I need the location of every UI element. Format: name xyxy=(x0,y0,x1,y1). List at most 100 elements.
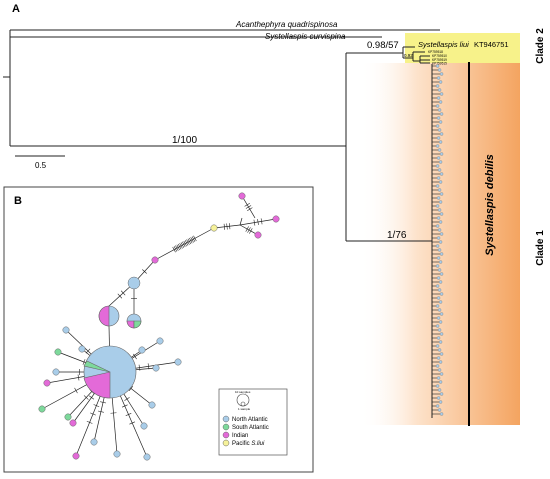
clade2-label: Clade 2 xyxy=(535,28,546,64)
haplotype-node xyxy=(238,192,246,200)
tip-marker xyxy=(435,204,440,208)
tip-marker xyxy=(438,400,443,404)
clade1-label: Clade 1 xyxy=(535,230,546,266)
mutation-tick xyxy=(249,228,253,234)
tip-marker xyxy=(437,308,442,312)
tip-marker xyxy=(438,80,443,84)
tip-marker xyxy=(435,84,440,88)
tip-marker xyxy=(435,324,440,328)
tip-marker xyxy=(436,136,441,140)
haplotype-node xyxy=(52,368,60,376)
mutation-tick xyxy=(245,205,252,209)
tip-marker xyxy=(437,368,442,372)
legend-label-pacific-prefix: Pacific xyxy=(232,441,251,447)
legend-size-large-label: 10 samples xyxy=(235,390,251,394)
haplotype-node xyxy=(43,379,51,387)
panel-b: B 10 samples 1 sample North Atlantic Sou… xyxy=(3,186,314,473)
mutation-tick xyxy=(125,413,132,416)
support-clade1: 1/76 xyxy=(387,230,407,241)
mutation-tick xyxy=(175,245,179,251)
tip-marker xyxy=(438,340,443,344)
side-south-slice xyxy=(133,320,142,329)
mutation-tick xyxy=(247,227,251,233)
haplotype-node xyxy=(151,256,159,264)
tip-marker xyxy=(436,156,441,160)
tip-marker xyxy=(436,196,441,200)
mutation-tick xyxy=(97,410,104,413)
haplotype-node xyxy=(156,337,164,345)
tip-marker xyxy=(438,100,443,104)
legend: 10 samples 1 sample North Atlantic South… xyxy=(218,388,288,456)
mutation-tick xyxy=(176,244,180,251)
mutation-tick xyxy=(191,236,196,242)
taxon-liui-accession: KT946751 xyxy=(474,40,509,49)
tip-marker xyxy=(436,96,441,100)
haplotype-node xyxy=(148,401,156,409)
mutation-tick xyxy=(82,359,86,365)
tip-marker xyxy=(439,272,444,276)
mutation-tick xyxy=(93,404,100,408)
haplotype-node xyxy=(62,326,70,334)
mutation-tick xyxy=(117,293,123,299)
tip-marker xyxy=(438,140,443,144)
legend-label-south-atlantic: South Atlantic xyxy=(232,425,269,431)
haplotype-node xyxy=(254,231,262,239)
tip-marker xyxy=(437,148,442,152)
mutation-tick xyxy=(247,207,253,211)
tip-marker xyxy=(437,408,442,412)
tip-marker xyxy=(439,352,444,356)
haplotype-node xyxy=(38,405,46,413)
mutation-tick xyxy=(147,363,150,370)
tip-marker xyxy=(439,172,444,176)
panel-a-label: A xyxy=(12,3,20,15)
legend-label-pacific-species: S.liui xyxy=(251,441,265,447)
tip-marker xyxy=(437,208,442,212)
mutation-tick xyxy=(245,226,249,232)
mutation-tick xyxy=(184,240,189,246)
tip-marker xyxy=(437,248,442,252)
tip-marker xyxy=(437,108,442,112)
mutation-tick xyxy=(244,203,250,207)
tip-marker xyxy=(435,404,440,408)
tip-marker xyxy=(436,336,441,340)
mutation-tick xyxy=(142,269,147,274)
tip-marker xyxy=(438,240,443,244)
clade2-tip-4: KP759515 xyxy=(432,62,447,66)
tip-marker xyxy=(437,288,442,292)
legend-label-indian: Indian xyxy=(232,433,248,439)
legend-size-small-label: 1 sample xyxy=(238,407,251,411)
central-south-slice xyxy=(83,360,111,373)
legend-swatch-indian xyxy=(222,431,230,439)
tip-marker xyxy=(438,300,443,304)
support-clade2: 0.98/57 xyxy=(367,40,399,51)
tip-marker xyxy=(439,372,444,376)
tip-marker xyxy=(435,384,440,388)
tip-marker xyxy=(439,112,444,116)
panel-b-label: B xyxy=(14,195,22,207)
tip-marker xyxy=(439,192,444,196)
tip-marker xyxy=(439,152,444,156)
taxon-liui-name: Systellaspis liui xyxy=(418,40,469,49)
tip-marker xyxy=(439,332,444,336)
legend-swatch-south-atlantic xyxy=(222,423,230,431)
tip-marker xyxy=(436,296,441,300)
tip-marker xyxy=(437,128,442,132)
tip-marker xyxy=(439,292,444,296)
support-root: 1/100 xyxy=(172,135,197,146)
tip-marker xyxy=(438,280,443,284)
tip-marker xyxy=(435,164,440,168)
tip-marker xyxy=(435,244,440,248)
mutation-tick xyxy=(226,223,228,230)
tip-marker xyxy=(435,144,440,148)
tip-marker xyxy=(436,356,441,360)
mutation-tick xyxy=(187,238,192,245)
tip-marker xyxy=(436,116,441,120)
mutation-tick xyxy=(186,239,190,245)
mutation-tick xyxy=(88,395,95,400)
haplotype-node xyxy=(143,453,151,461)
panel-a: A Acanthephyra quadr xyxy=(3,3,546,426)
tip-marker xyxy=(435,364,440,368)
haplotype-node xyxy=(69,419,77,427)
tip-marker xyxy=(437,188,442,192)
